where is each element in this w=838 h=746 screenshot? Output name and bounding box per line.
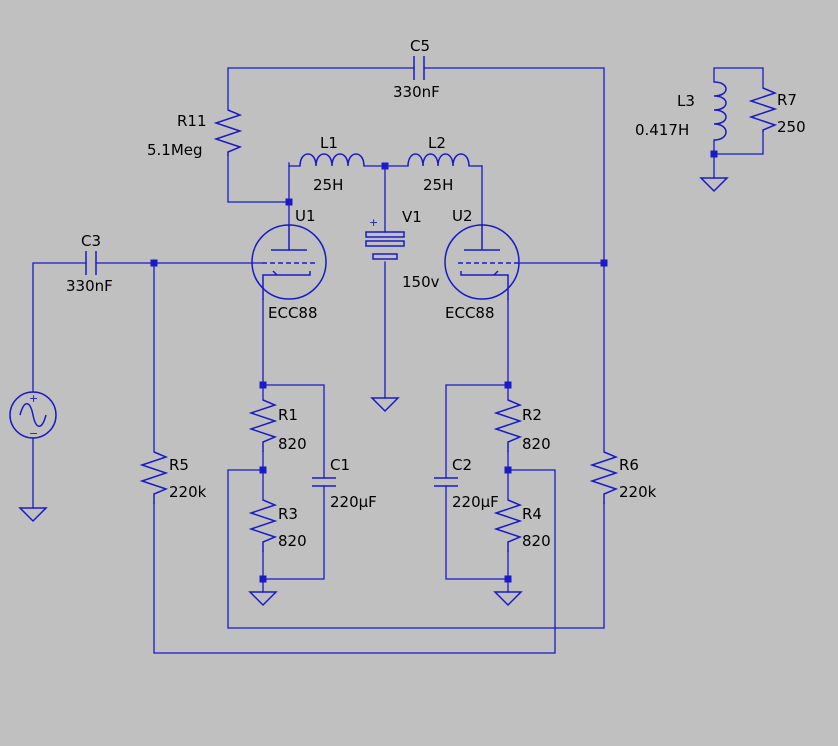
r1-value: 820 [278, 435, 307, 453]
resistor-r1[interactable]: R1 820 [248, 399, 307, 453]
r7-value: 250 [777, 118, 806, 136]
ground-icon [370, 397, 400, 413]
u2-ref: U2 [452, 207, 473, 225]
r6-value: 220k [619, 483, 657, 501]
junctions [150, 150, 718, 583]
l1-value: 25H [313, 176, 343, 194]
r4-ref: R4 [522, 505, 542, 523]
u1-ref: U1 [295, 207, 316, 225]
c2-ref: C2 [452, 456, 472, 474]
r11-ref: R11 [177, 112, 207, 130]
inductor-l2[interactable]: L2 25H [407, 134, 470, 194]
l3-ref: L3 [677, 92, 695, 110]
r2-value: 820 [522, 435, 551, 453]
wires [32, 67, 764, 654]
r5-ref: R5 [169, 456, 189, 474]
battery-v1[interactable]: + V1 150v [365, 208, 440, 291]
capacitor-c3[interactable]: C3 330nF [66, 232, 113, 295]
ground-icon [248, 591, 278, 607]
capacitor-c5[interactable]: C5 330nF [393, 37, 440, 101]
resistor-r7[interactable]: R7 250 [748, 87, 806, 136]
c5-value: 330nF [393, 83, 440, 101]
c5-ref: C5 [410, 37, 430, 55]
ground-icon [18, 507, 48, 523]
c2-value: 220µF [452, 493, 499, 511]
ac-source[interactable]: + − [9, 391, 57, 440]
u2-value: ECC88 [445, 304, 495, 322]
resistor-r3[interactable]: R3 820 [248, 499, 307, 552]
resistor-r6[interactable]: R6 220k [589, 451, 657, 504]
r3-ref: R3 [278, 505, 298, 523]
v1-plus-sign: + [369, 216, 378, 229]
tube-u1[interactable]: U1 ECC88 [251, 207, 327, 322]
resistor-r5[interactable]: R5 220k [139, 451, 207, 504]
r6-ref: R6 [619, 456, 639, 474]
c1-ref: C1 [330, 456, 350, 474]
v1-ref: V1 [402, 208, 422, 226]
ground-icon [699, 177, 729, 193]
c3-value: 330nF [66, 277, 113, 295]
resistor-r2[interactable]: R2 820 [493, 399, 551, 453]
inductor-l3[interactable]: L3 0.417H [635, 81, 727, 141]
tube-u2[interactable]: U2 ECC88 [444, 207, 520, 322]
inductor-l1[interactable]: L1 25H [299, 134, 365, 194]
r5-value: 220k [169, 483, 207, 501]
r2-ref: R2 [522, 406, 542, 424]
r11-value: 5.1Meg [147, 141, 203, 159]
v1-value: 150v [402, 273, 440, 291]
l3-value: 0.417H [635, 121, 689, 139]
ground-icon [493, 591, 523, 607]
capacitor-c1[interactable]: C1 220µF [312, 456, 377, 511]
r4-value: 820 [522, 532, 551, 550]
resistor-r11[interactable]: R11 5.1Meg [147, 109, 243, 159]
source-plus-sign: + [29, 392, 38, 405]
capacitor-c2[interactable]: C2 220µF [434, 456, 499, 511]
sine-wave-icon [19, 403, 47, 427]
c1-value: 220µF [330, 493, 377, 511]
r7-ref: R7 [777, 91, 797, 109]
l2-ref: L2 [428, 134, 446, 152]
u1-value: ECC88 [268, 304, 318, 322]
c3-ref: C3 [81, 232, 101, 250]
source-minus-sign: − [29, 427, 38, 440]
r1-ref: R1 [278, 406, 298, 424]
l2-value: 25H [423, 176, 453, 194]
l1-ref: L1 [320, 134, 338, 152]
r3-value: 820 [278, 532, 307, 550]
resistor-r4[interactable]: R4 820 [493, 499, 551, 552]
ground-symbols [18, 177, 729, 607]
